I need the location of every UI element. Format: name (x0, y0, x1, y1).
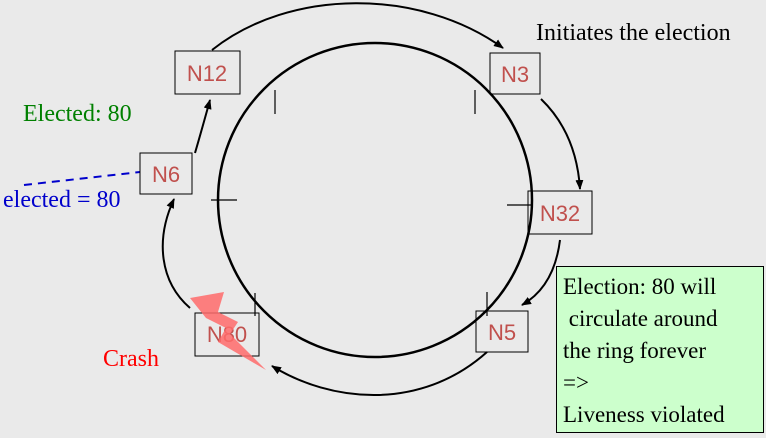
elected-80-label: Elected: 80 (23, 101, 132, 127)
arrow-n6-to-n12 (194, 99, 212, 154)
elected-equals-80-label: elected = 80 (3, 187, 120, 213)
node-n12-label: N12 (187, 61, 227, 86)
node-n6: N6 (139, 152, 193, 195)
node-n5-label: N5 (488, 320, 516, 345)
ring-circle (216, 41, 534, 359)
note-line: Election: 80 will (563, 274, 717, 299)
note-line: Liveness violated (563, 402, 725, 427)
arrow-n80-to-n6 (161, 198, 191, 309)
node-n6-label: N6 (152, 162, 180, 187)
note-line: => (563, 370, 589, 395)
node-n3-label: N3 (501, 62, 529, 87)
arrow-n32-to-n5 (521, 239, 561, 306)
note-line: circulate around (563, 306, 718, 331)
arrow-n12-to-n3 (211, 2, 504, 51)
node-n3: N3 (489, 52, 541, 95)
node-n32-label: N32 (540, 201, 580, 226)
liveness-note-box: Election: 80 will circulate around the r… (556, 266, 764, 433)
ring-ticks (211, 90, 533, 316)
arrow-n5-to-n80 (271, 351, 488, 396)
crash-label: Crash (103, 346, 159, 372)
arrow-n3-to-n32 (540, 98, 584, 190)
initiates-election-label: Initiates the election (536, 20, 731, 46)
node-n5: N5 (475, 310, 529, 353)
node-n32: N32 (527, 190, 593, 235)
note-line: the ring forever (563, 338, 707, 363)
lightning-bolt-icon (190, 292, 266, 370)
node-n12: N12 (174, 50, 241, 95)
elected-dashed-line (23, 171, 141, 186)
